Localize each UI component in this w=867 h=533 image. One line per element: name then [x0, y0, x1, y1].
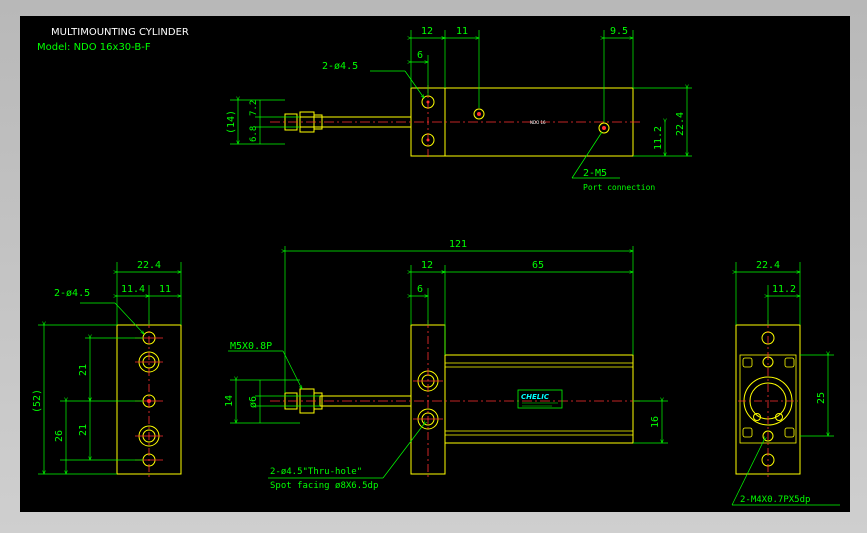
front-view-cylinder-body	[444, 354, 634, 444]
port-note: Port connection	[583, 183, 655, 192]
top-view-port-left	[473, 108, 485, 120]
top-view-port-right	[598, 122, 610, 134]
dimension-label: 6.8	[249, 126, 259, 142]
right-view-thread-callout: 2-M4X0.7PX5dp	[740, 495, 810, 505]
port-callout: 2-M5	[583, 168, 607, 179]
left-view-hole-callout: 2-ø4.5	[54, 288, 90, 299]
dimension-label: 21	[78, 364, 89, 376]
front-view-hole-callout: 2-ø4.5"Thru-hole"	[270, 467, 362, 477]
dimension-label: 121	[449, 239, 467, 250]
technical-drawing: MULTIMOUNTING CYLINDER Model: NDO 16x30-…	[32, 26, 840, 506]
dimension-label: 7.2	[249, 100, 259, 116]
dimension-label: 26	[54, 430, 65, 442]
dimension-label: 9.5	[610, 26, 628, 37]
left-view: 22.4 11.4 11 2-ø4.5 (52) 21 21 26	[32, 260, 181, 480]
dimension-label: 65	[532, 260, 544, 271]
dimension-label: 22.4	[756, 260, 780, 271]
right-view: 22.4 11.2 25 2-M4X0.7PX5dp	[731, 260, 840, 506]
top-view-small-label: NDO 16	[530, 120, 546, 125]
dimension-label: 6	[417, 50, 423, 61]
front-view: CHELIC 121 12 65 6 M5X0.8P 14 ø6 16 2-ø	[224, 239, 668, 491]
dimension-label: 22.4	[675, 112, 686, 136]
dimension-label: 22.4	[137, 260, 161, 271]
dimension-label: 12	[421, 26, 433, 37]
dimension-label: 11	[456, 26, 468, 37]
top-view-hole-callout: 2-ø4.5	[322, 61, 358, 72]
dimension-label: 11.2	[653, 126, 664, 150]
drawing-title: MULTIMOUNTING CYLINDER	[51, 27, 189, 38]
dimension-label: 21	[78, 424, 89, 436]
dimension-label: (14)	[226, 110, 237, 134]
thread-callout: M5X0.8P	[230, 341, 272, 352]
dimension-label: 25	[816, 392, 827, 404]
model-label: Model: NDO 16x30-B-F	[37, 42, 151, 53]
drawing-canvas[interactable]: MULTIMOUNTING CYLINDER Model: NDO 16x30-…	[20, 16, 850, 512]
dimension-label: 14	[224, 395, 235, 407]
dimension-label: ø6	[248, 396, 259, 408]
dimension-label: 12	[421, 260, 433, 271]
dimension-label: 11.2	[772, 284, 796, 295]
dimension-label: 11.4	[121, 284, 145, 295]
brand-label-plate	[517, 389, 563, 409]
dimension-label: 16	[650, 416, 661, 428]
dimension-label: (52)	[32, 389, 43, 413]
dimension-label: 11	[159, 284, 171, 295]
top-view: NDO 16 12 11 9.5 6 2-ø4.5 (14) 6.8 7.2	[226, 26, 692, 192]
brand-label: CHELIC	[521, 393, 550, 401]
dimension-label: 6	[417, 284, 423, 295]
spot-facing-note: Spot facing ø8X6.5dp	[270, 481, 378, 491]
